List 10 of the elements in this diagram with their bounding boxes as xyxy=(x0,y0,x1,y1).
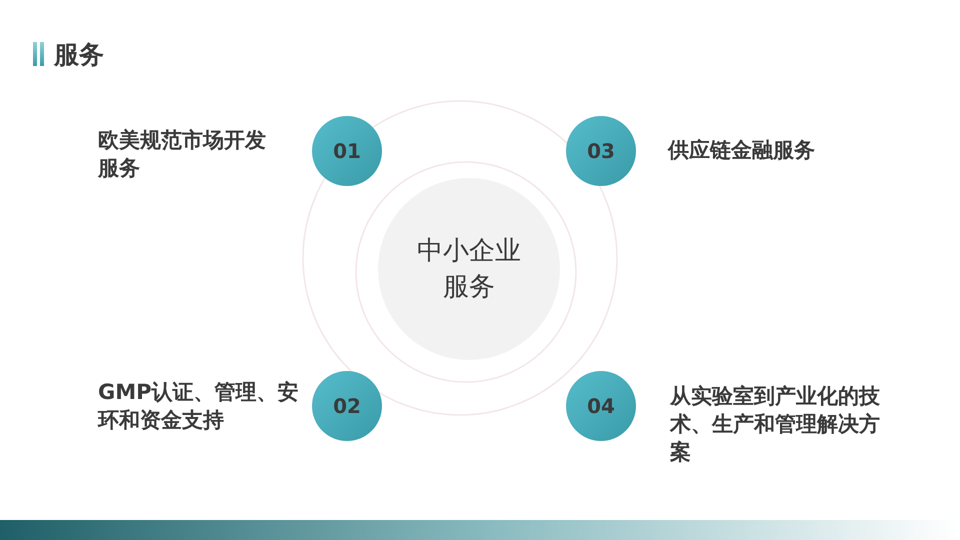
service-text: GMP认证、管理、安环和资金支持 xyxy=(98,379,300,434)
title: 服务 xyxy=(54,39,104,71)
service-text: 供应链金融服务 xyxy=(668,137,816,164)
center-circle: 中小企业服务 xyxy=(378,178,560,360)
service-text: 从实验室到产业化的技术、生产和管理解决方案 xyxy=(670,383,881,466)
number-circle: 03 xyxy=(566,116,636,186)
number-circle: 01 xyxy=(312,116,382,186)
service-text: 欧美规范市场开发服务 xyxy=(98,127,267,182)
number-circle: 04 xyxy=(566,371,636,441)
number-circle: 02 xyxy=(312,371,382,441)
